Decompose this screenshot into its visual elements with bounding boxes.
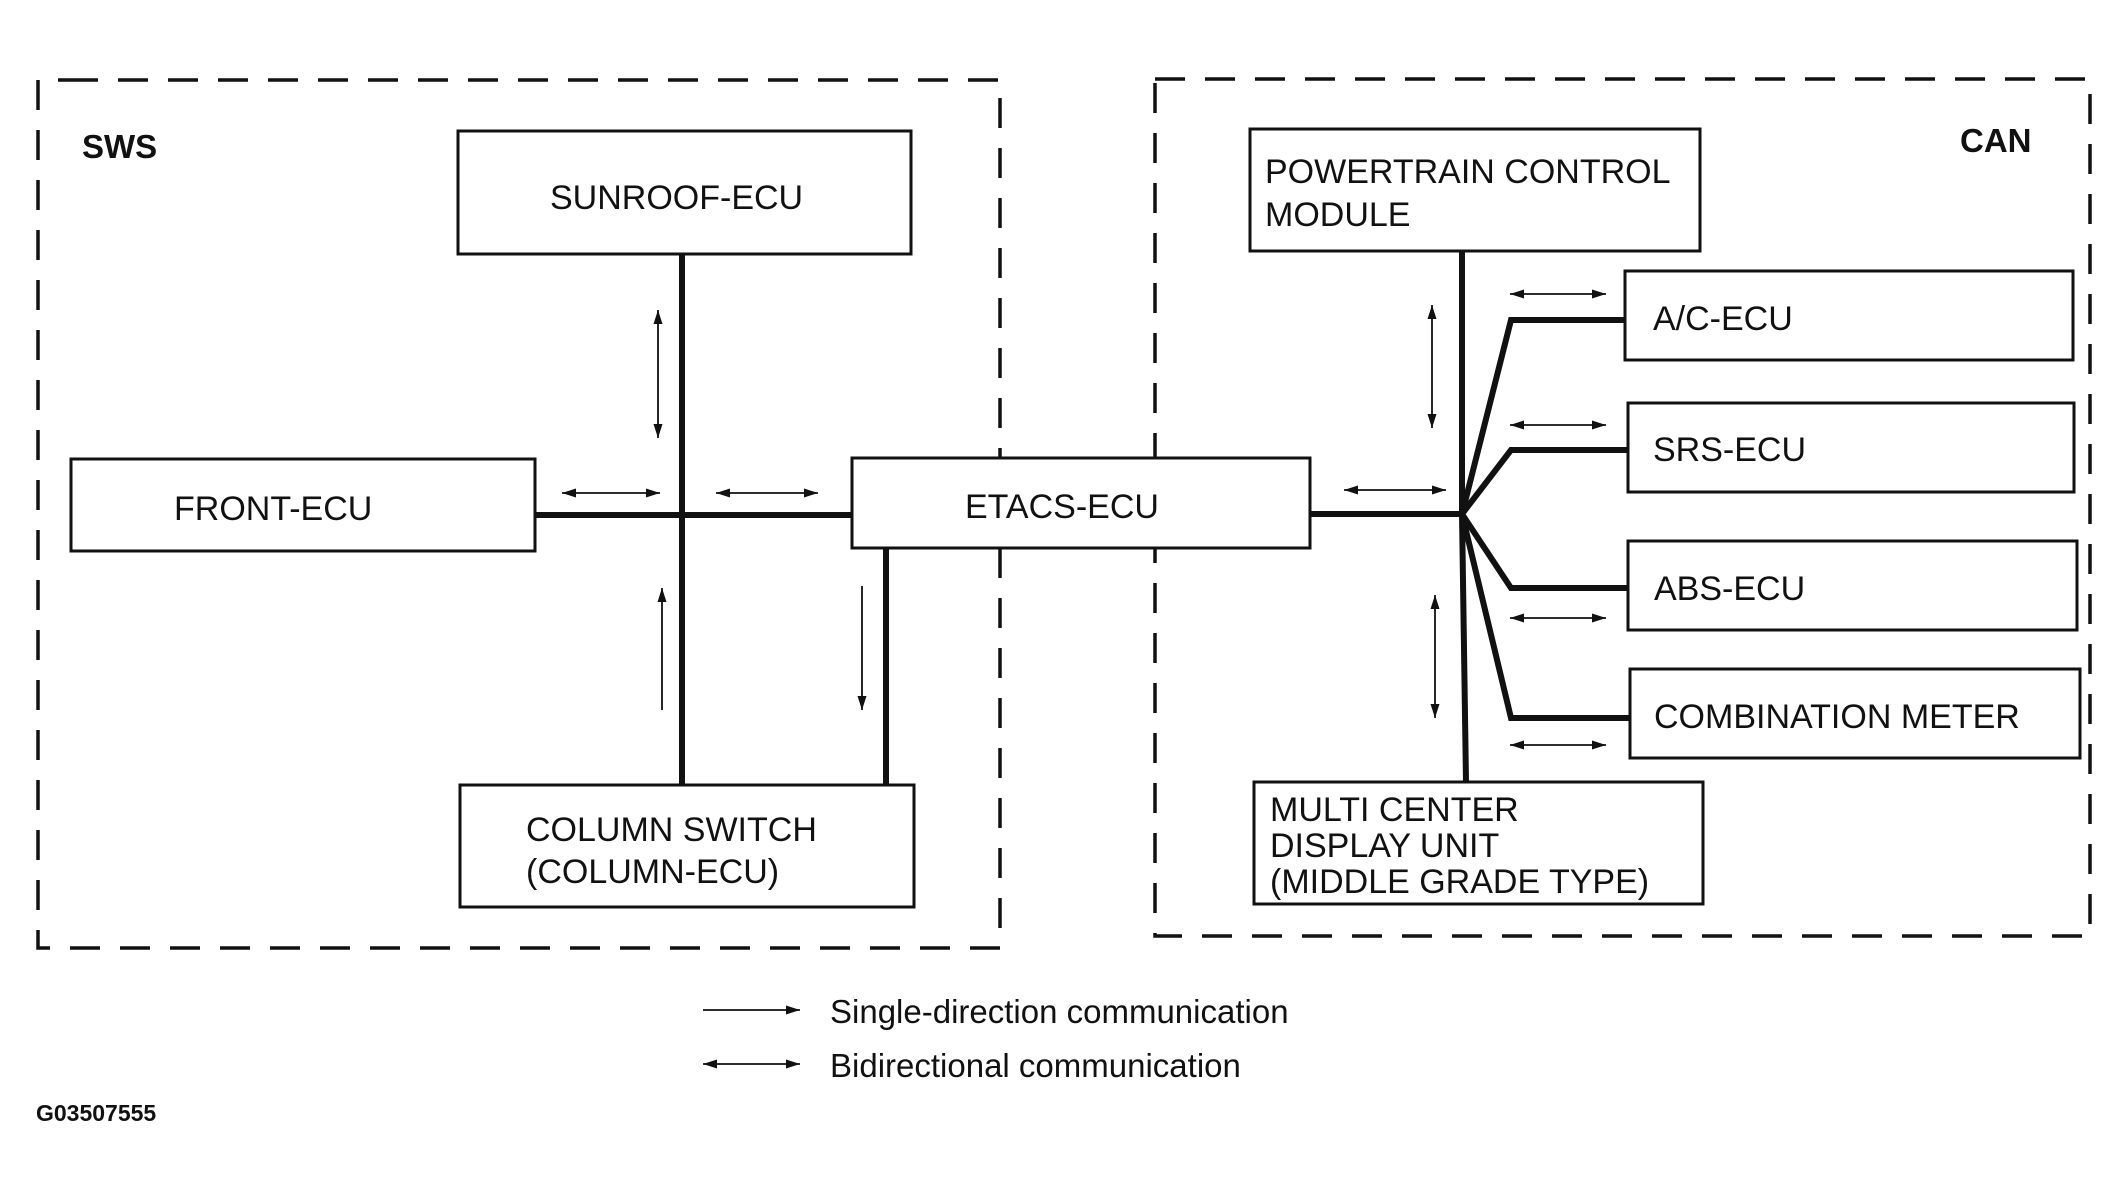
sws-bus xyxy=(532,252,889,788)
front-ecu-label: FRONT-ECU xyxy=(174,490,372,528)
ac-ecu-box xyxy=(1623,269,2075,362)
legend-bidirectional-arrow-glyph xyxy=(703,1059,800,1069)
sws-zone-border xyxy=(36,78,1002,950)
abs-ecu-box xyxy=(1626,539,2079,632)
front-ecu-box xyxy=(69,457,537,553)
mcdu-label-1: MULTI CENTER xyxy=(1270,791,1519,829)
legend-single-label: Single-direction communication xyxy=(830,993,1289,1030)
abs-ecu-label: ABS-ECU xyxy=(1654,570,1805,608)
srs-ecu-box xyxy=(1626,401,2076,494)
ac-ecu-label: A/C-ECU xyxy=(1653,300,1793,338)
column-switch-label-2: (COLUMN-ECU) xyxy=(526,853,779,891)
legend-single-arrow-glyph xyxy=(703,1005,800,1015)
combination-meter-box xyxy=(1628,667,2082,760)
powertrain-label-2: MODULE xyxy=(1265,196,1410,234)
multi-center-display-box xyxy=(1252,780,1705,906)
communication-arrows xyxy=(562,289,1606,750)
arrow-mcdu-bidirectional xyxy=(1430,595,1440,718)
mcdu-label-3: (MIDDLE GRADE TYPE) xyxy=(1270,863,1649,901)
legend: Single-direction communication Bidirecti… xyxy=(703,993,1289,1084)
sunroof-ecu-box xyxy=(456,129,913,256)
column-switch-label-1: COLUMN SWITCH xyxy=(526,811,817,849)
combination-meter-label: COMBINATION METER xyxy=(1654,698,2020,736)
powertrain-label-1: POWERTRAIN CONTROL xyxy=(1265,153,1671,191)
legend-single-arrow xyxy=(703,1005,800,1015)
figure-id: G03507555 xyxy=(36,1100,156,1126)
arrow-column-to-bus xyxy=(657,588,667,710)
etacs-ecu-box xyxy=(850,456,1312,550)
legend-bidirectional-arrow xyxy=(703,1059,800,1069)
can-zone-label: CAN xyxy=(1960,122,2032,159)
arrow-abs-bidirectional xyxy=(1510,613,1606,623)
powertrain-control-module-box xyxy=(1248,127,1702,253)
arrow-srs-bidirectional xyxy=(1510,420,1606,430)
arrow-etacs-can-bidirectional xyxy=(1344,485,1446,495)
sunroof-ecu-label: SUNROOF-ECU xyxy=(550,179,803,217)
srs-ecu-label: SRS-ECU xyxy=(1653,431,1806,469)
legend-bidirectional-label: Bidirectional communication xyxy=(830,1047,1241,1084)
etacs-ecu-label: ETACS-ECU xyxy=(965,488,1159,526)
mcdu-label-2: DISPLAY UNIT xyxy=(1270,827,1499,865)
can-bus xyxy=(1307,249,1633,786)
arrow-front-bidirectional xyxy=(562,488,660,498)
sws-zone-label: SWS xyxy=(82,128,157,165)
arrow-etacs-bidirectional xyxy=(716,488,818,498)
arrow-sunroof-bidirectional xyxy=(653,310,663,438)
arrow-combination-meter-bidirectional xyxy=(1510,740,1606,750)
arrow-powertrain-bidirectional xyxy=(1427,305,1437,428)
arrow-etacs-to-column xyxy=(857,586,867,710)
arrow-ac-bidirectional xyxy=(1510,289,1606,299)
column-switch-box xyxy=(458,783,916,909)
